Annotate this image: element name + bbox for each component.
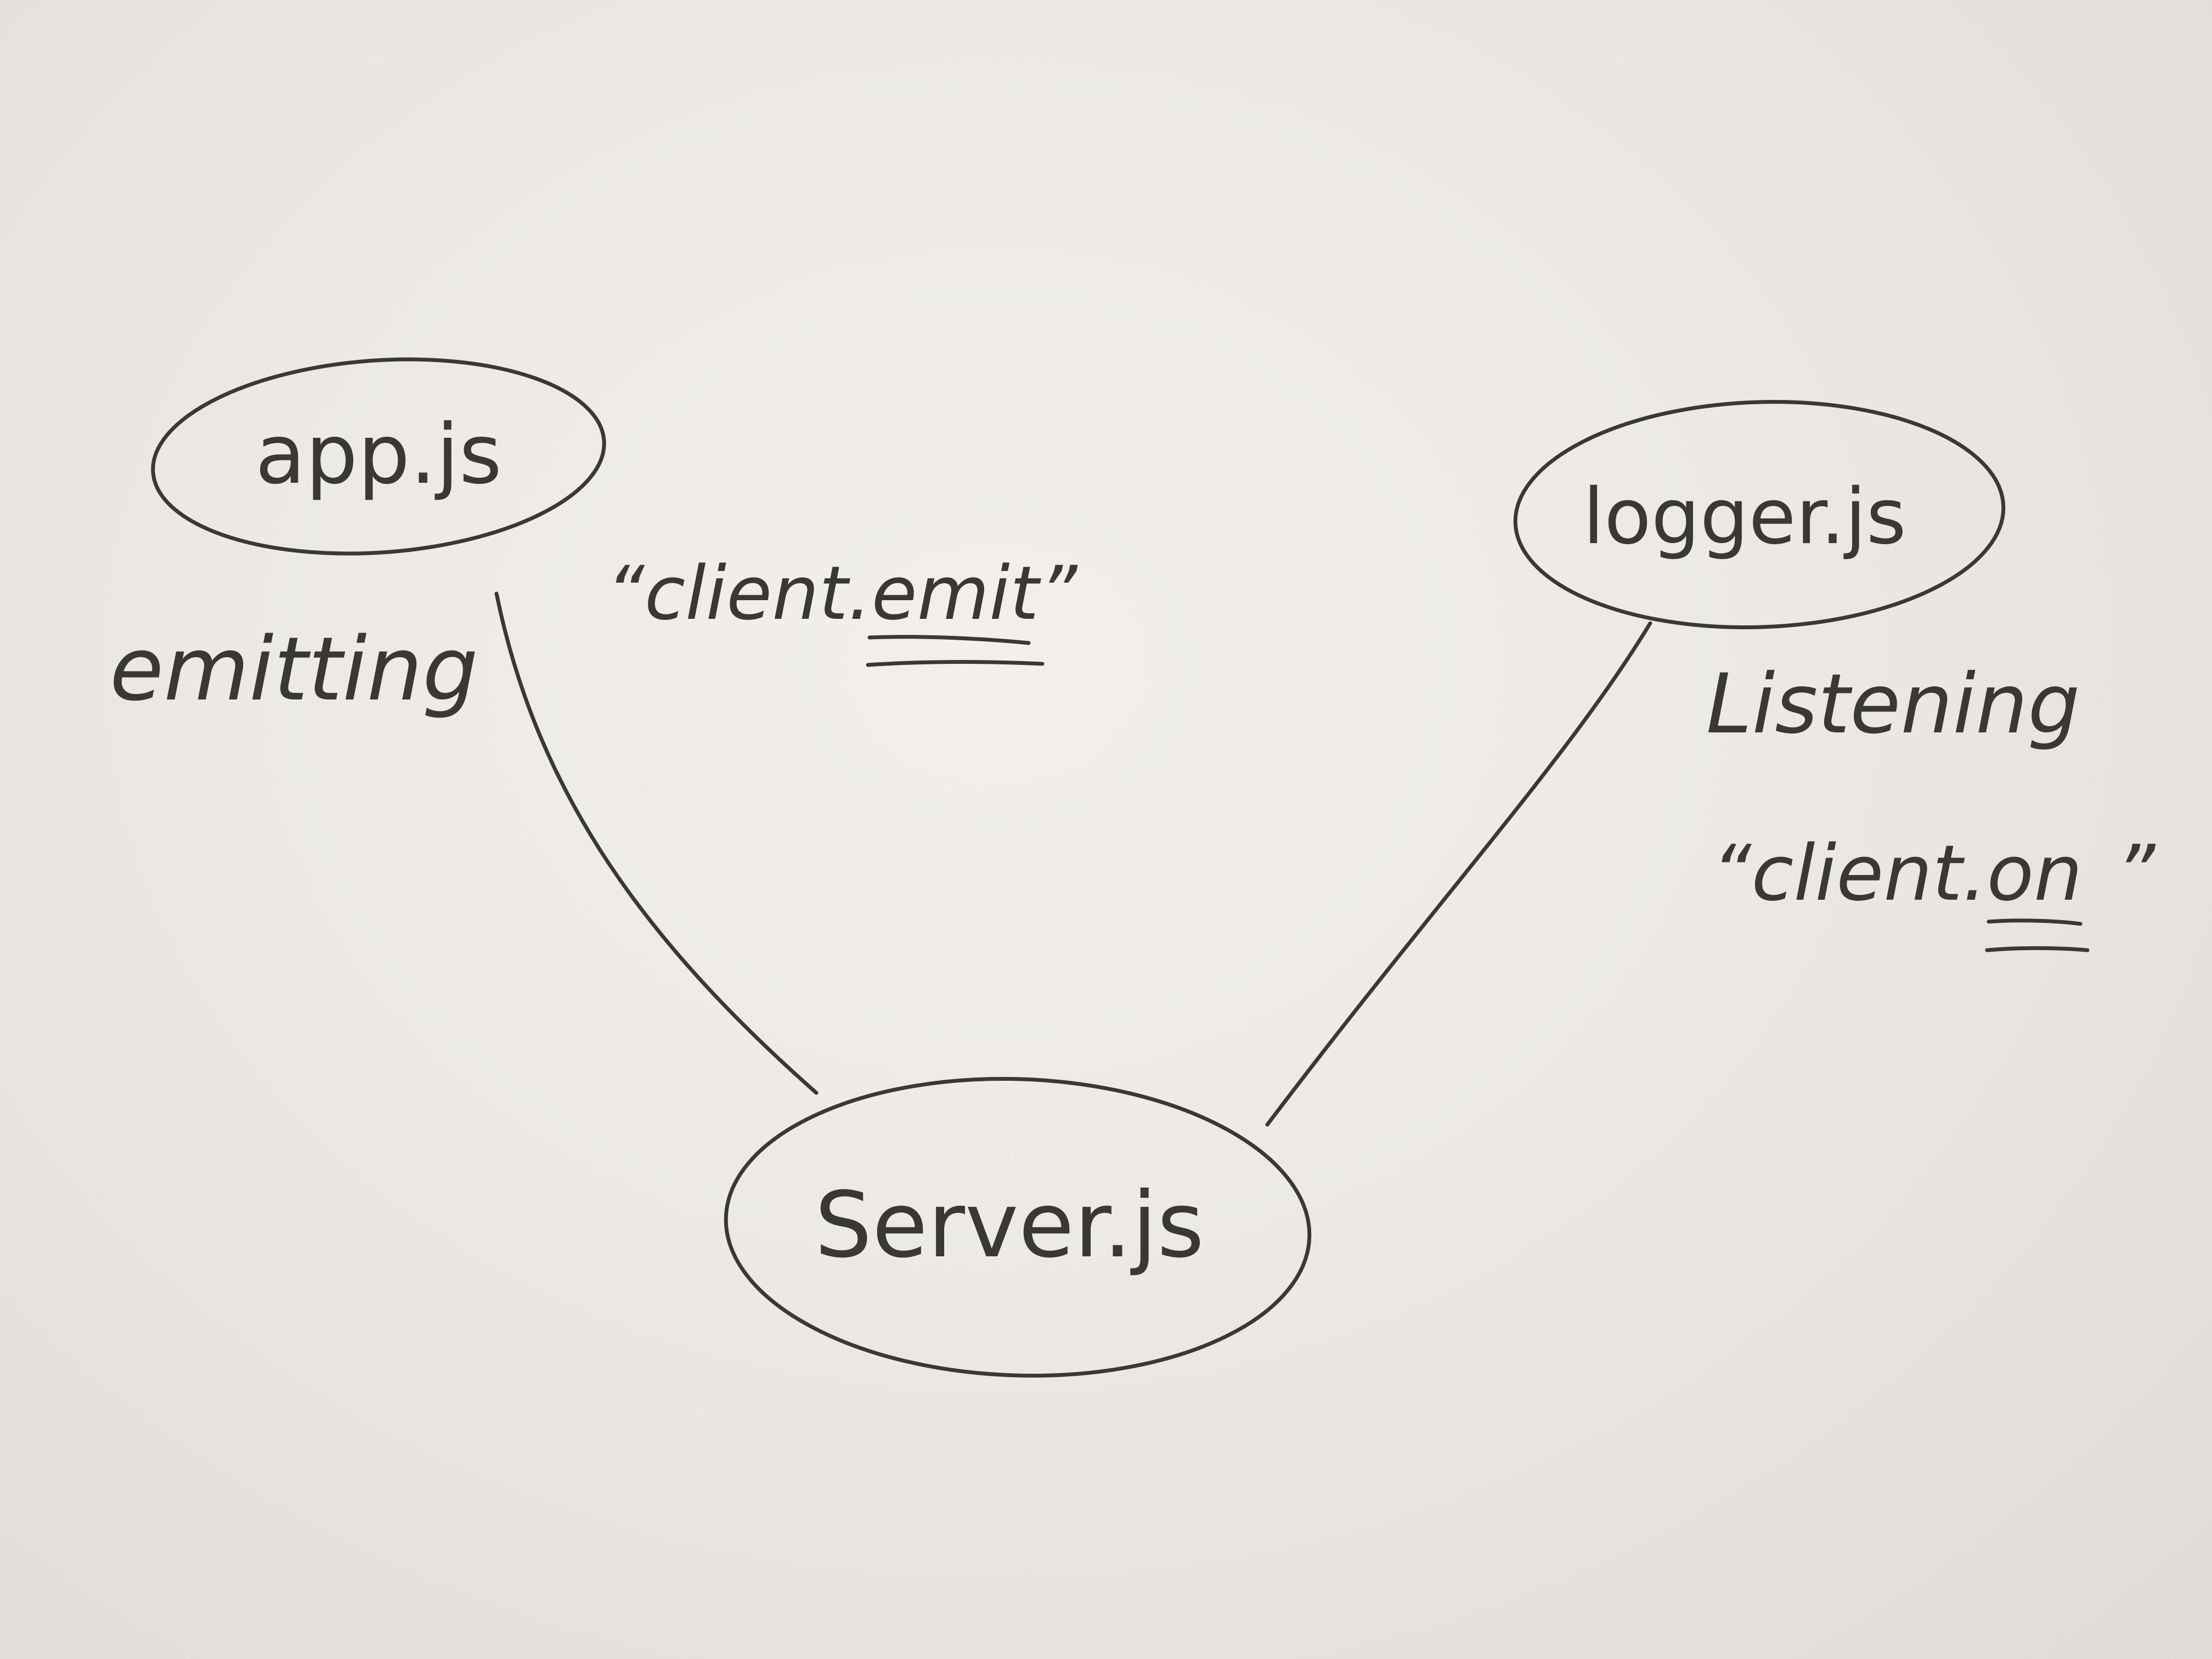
edge-app-call-annotation: “client.emit”: [606, 550, 1078, 667]
edge-logger-method-underline-1: [1987, 918, 2083, 926]
node-logger: logger.js: [1513, 400, 2006, 629]
edge-app-method-underline-1: [867, 635, 1031, 645]
svg-text:“client.on”: “client.on ”: [1712, 829, 2156, 918]
edge-logger-call-annotation: “client.on ”: [1712, 829, 2156, 952]
edge-app-method-underline-2: [866, 660, 1045, 667]
node-logger-label: logger.js: [1583, 472, 1906, 562]
svg-text:“client.emit”: “client.emit”: [606, 550, 1078, 636]
edge-logger-to-server: [1265, 621, 1652, 1127]
edge-app-to-server: [494, 591, 819, 1095]
node-server: Server.js: [724, 1077, 1312, 1378]
node-app-label: app.js: [255, 407, 502, 503]
node-app-ellipse: [151, 357, 606, 556]
node-app: app.js: [151, 357, 606, 556]
edge-logger-call-suffix: ”: [2115, 829, 2156, 918]
edge-app-call-prefix: “client.: [606, 550, 872, 636]
edge-logger-call-prefix: “client.: [1712, 829, 1987, 918]
node-server-label: Server.js: [815, 1172, 1204, 1278]
edge-app-role-label: emitting: [110, 618, 478, 720]
edge-logger-role-label: Listening: [1706, 657, 2080, 752]
node-server-ellipse: [724, 1077, 1312, 1378]
edge-app-call-method: emit: [872, 550, 1042, 636]
edge-logger-method-underline-2: [1985, 946, 2090, 952]
node-logger-ellipse: [1513, 400, 2006, 629]
edge-app-call-suffix: ”: [1039, 550, 1078, 636]
edge-logger-call-method: on: [1987, 829, 2083, 918]
